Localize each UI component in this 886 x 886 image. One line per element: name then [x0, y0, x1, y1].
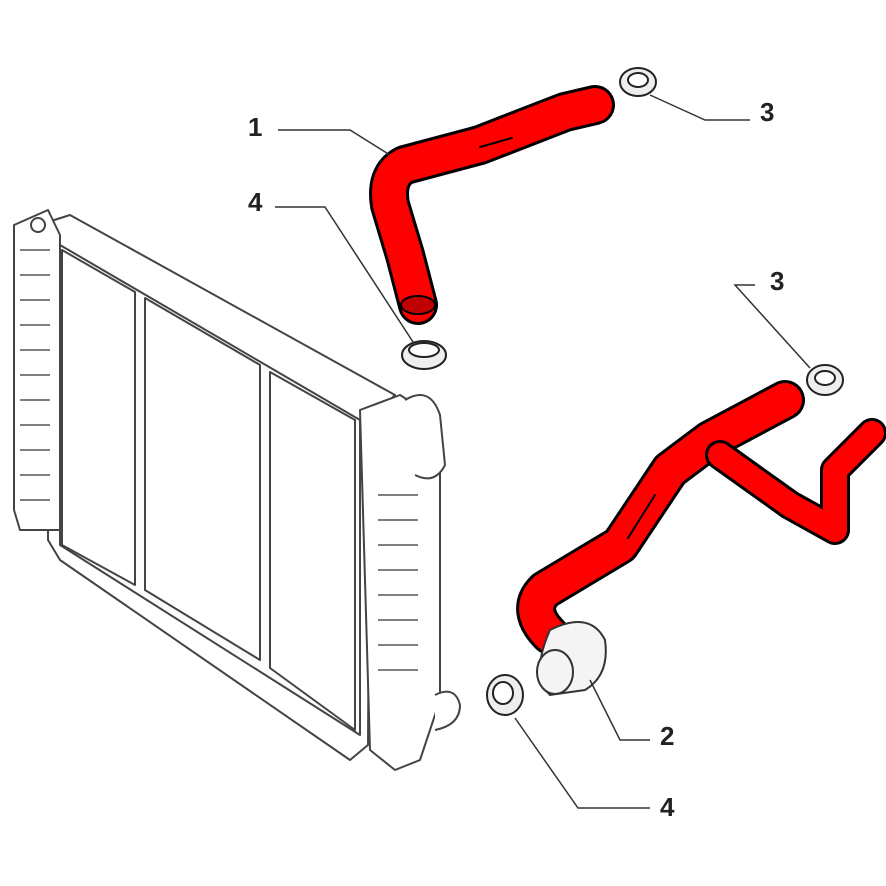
clamp-lower-right — [806, 364, 844, 396]
lower-hose — [516, 380, 886, 655]
callout-2: 2 — [660, 721, 675, 751]
callout-3-lower: 3 — [770, 266, 785, 296]
radiator — [13, 209, 461, 771]
callout-4-upper: 4 — [248, 187, 263, 217]
clamp-lower-left — [486, 674, 524, 716]
leader-lines — [275, 94, 811, 809]
callout-1: 1 — [248, 112, 263, 142]
clamps — [401, 67, 844, 716]
clamp-upper-left — [401, 340, 447, 370]
clamp-upper-right — [619, 67, 657, 97]
lower-hose-elbow — [536, 621, 607, 697]
upper-hose — [369, 85, 615, 325]
callout-4-lower: 4 — [660, 792, 675, 822]
callout-3-upper: 3 — [760, 97, 775, 127]
